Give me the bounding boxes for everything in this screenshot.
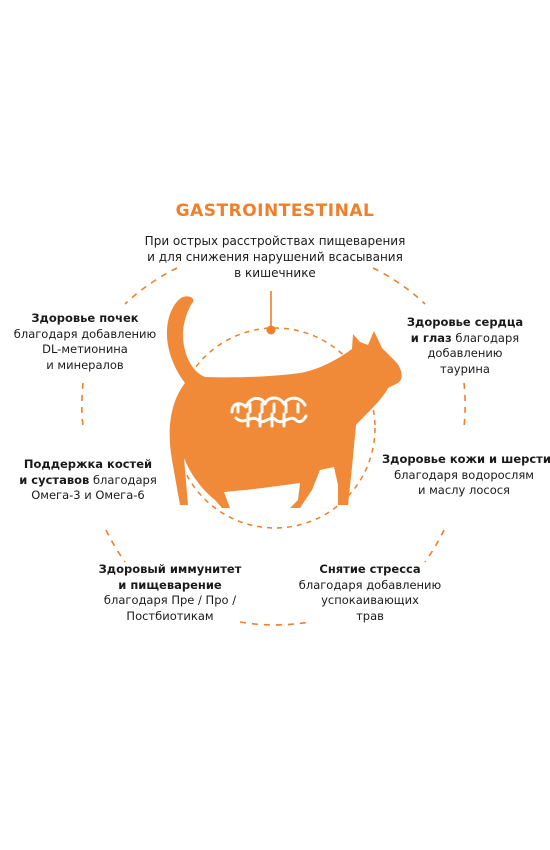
- outer-ring-arc-bottom-left: [105, 529, 126, 563]
- benefit-skin-title: Здоровье кожи и шерсти: [382, 452, 550, 466]
- benefit-bones-line-1: Омега-3 и Омега-6: [31, 488, 145, 502]
- outer-ring-arc-top-left: [124, 267, 178, 305]
- benefit-immunity-line-2: Постбиотикам: [126, 608, 214, 623]
- benefit-immunity-title-2: и пищеварение: [118, 577, 222, 592]
- benefit-kidney-line-2: DL-метионина: [42, 342, 128, 356]
- benefit-immunity-line-1: благодаря Пре / Про /: [103, 593, 237, 607]
- benefit-skin-line-1: благодаря водорослям: [394, 467, 534, 482]
- benefit-bones-rest-2: благодаря: [89, 472, 157, 487]
- outer-ring-arc-top-right: [372, 267, 426, 305]
- intro-line-1: При острых расстройствах пищеварения: [144, 234, 406, 248]
- benefit-stress: Снятие стресса благодаря добавлению успо…: [290, 562, 450, 624]
- benefit-heart: Здоровье сердца и глаз благодаря добавле…: [390, 315, 540, 377]
- outer-ring-arc-bottom-right: [424, 529, 445, 563]
- benefit-kidney-line-3: и минералов: [46, 357, 124, 372]
- benefit-skin: Здоровье кожи и шерсти благодаря водорос…: [382, 452, 550, 499]
- benefit-bones-title-2: и суставов: [19, 472, 90, 487]
- benefit-heart-line-2: таурина: [440, 361, 490, 376]
- benefit-immunity: Здоровый иммунитет и пищеварение благода…: [80, 562, 260, 624]
- benefit-stress-title: Снятие стресса: [319, 562, 421, 576]
- benefit-stress-line-1: благодаря добавлению: [298, 577, 442, 592]
- benefit-stress-line-2: успокаивающих: [321, 593, 419, 607]
- outer-ring-arc-left: [81, 382, 84, 428]
- intestine-icon: [230, 396, 308, 428]
- benefit-kidney-line-1: благодаря добавлению: [13, 326, 157, 341]
- benefit-heart-title-2: и глаз: [410, 330, 452, 345]
- benefit-bones: Поддержка костей и суставов благодаря Ом…: [8, 457, 168, 504]
- outer-ring-arc-bottom: [239, 621, 311, 626]
- benefit-heart-line-1: добавлению: [427, 346, 503, 360]
- diagram-title: GASTROINTESTINAL: [175, 201, 375, 221]
- intro-line-3: в кишечнике: [234, 266, 316, 280]
- benefit-heart-rest-2: благодаря: [451, 330, 520, 345]
- outer-ring-arc-right: [463, 382, 466, 428]
- benefit-stress-line-3: трав: [356, 608, 384, 623]
- pointer-dot: [266, 325, 276, 335]
- benefit-skin-line-2: и маслу лосося: [418, 483, 510, 497]
- benefit-kidney-title: Здоровье почек: [31, 311, 139, 325]
- benefit-kidney: Здоровье почек благодаря добавлению DL-м…: [10, 311, 160, 373]
- intro-line-2: и для снижения нарушений всасывания: [147, 250, 403, 264]
- benefit-bones-title-1: Поддержка костей: [23, 457, 153, 471]
- benefit-heart-title-1: Здоровье сердца: [406, 315, 524, 329]
- benefit-immunity-title-1: Здоровый иммунитет: [98, 562, 242, 576]
- intro-text: При острых расстройствах пищеварения и д…: [110, 233, 440, 281]
